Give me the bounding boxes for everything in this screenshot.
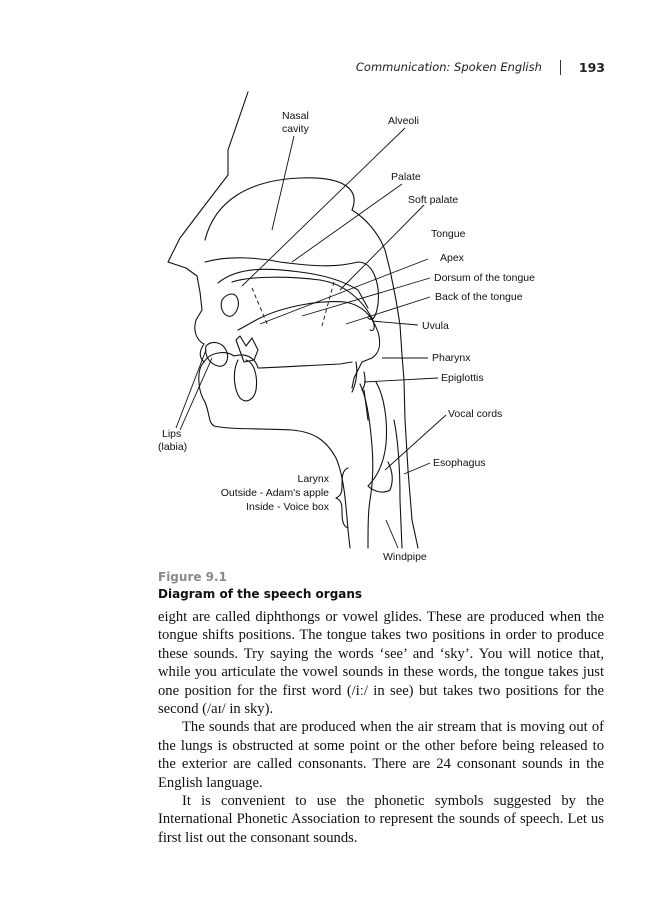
label-vocal-cords: Vocal cords: [448, 408, 502, 420]
lower-jaw: [204, 353, 352, 368]
label-back-of-tongue: Back of the tongue: [435, 291, 523, 303]
diagram-labels: Nasal cavity Alveoli Palate Soft palate …: [158, 110, 535, 563]
forehead-nose-profile: [168, 92, 248, 320]
leader-back: [346, 297, 430, 324]
speech-organs-diagram: Nasal cavity Alveoli Palate Soft palate …: [0, 0, 661, 570]
mandible-inner: [234, 360, 256, 401]
head-outline: [168, 92, 418, 548]
pharynx-back: [364, 390, 368, 420]
label-uvula: Uvula: [422, 320, 449, 332]
label-soft-palate: Soft palate: [408, 194, 458, 206]
palate-guide-line: [252, 288, 268, 326]
label-palate: Palate: [391, 171, 421, 183]
leader-nasal-cavity: [272, 136, 294, 230]
label-pharynx: Pharynx: [432, 352, 471, 364]
chin-neck: [199, 362, 350, 548]
figure-number: Figure 9.1: [158, 570, 227, 584]
paragraph: The sounds that are produced when the ai…: [158, 718, 604, 792]
label-apex: Apex: [440, 252, 465, 264]
larynx-brace: [336, 468, 348, 528]
leader-epiglottis: [364, 378, 438, 382]
label-alveoli: Alveoli: [388, 115, 419, 127]
label-nasal-line1: Nasal: [282, 110, 309, 122]
lower-lip: [206, 343, 228, 367]
tongue-surface: [238, 302, 380, 388]
label-lips-line1: Lips: [162, 428, 181, 440]
leader-apex: [260, 259, 428, 324]
label-adams-apple: Outside - Adam's apple: [221, 487, 329, 499]
esophagus-wall: [394, 420, 402, 548]
leader-windpipe: [386, 520, 398, 548]
paragraph: It is convenient to use the phonetic sym…: [158, 792, 604, 847]
leader-uvula: [372, 321, 418, 325]
label-lips-line2: (labia): [158, 441, 187, 453]
label-esophagus: Esophagus: [433, 457, 486, 469]
upper-teeth: [221, 294, 238, 316]
leader-lips-1: [176, 350, 206, 428]
label-dorsum: Dorsum of the tongue: [434, 272, 535, 284]
velum-guide-line: [322, 282, 334, 326]
leader-lips-2: [180, 358, 212, 430]
leader-dorsum: [302, 278, 430, 316]
label-epiglottis: Epiglottis: [441, 372, 484, 384]
label-windpipe: Windpipe: [383, 551, 427, 563]
figure-title: Diagram of the speech organs: [158, 587, 362, 601]
upper-lip: [195, 320, 204, 362]
lower-teeth: [236, 336, 258, 362]
leader-alveoli: [242, 128, 405, 286]
label-voice-box: Inside - Voice box: [246, 501, 330, 513]
body-text: eight are called diphthongs or vowel gli…: [158, 608, 604, 847]
leader-lines: [176, 128, 446, 548]
label-nasal-line2: cavity: [282, 123, 310, 135]
label-tongue: Tongue: [431, 228, 466, 240]
paragraph: eight are called diphthongs or vowel gli…: [158, 608, 604, 718]
label-larynx: Larynx: [297, 473, 329, 485]
